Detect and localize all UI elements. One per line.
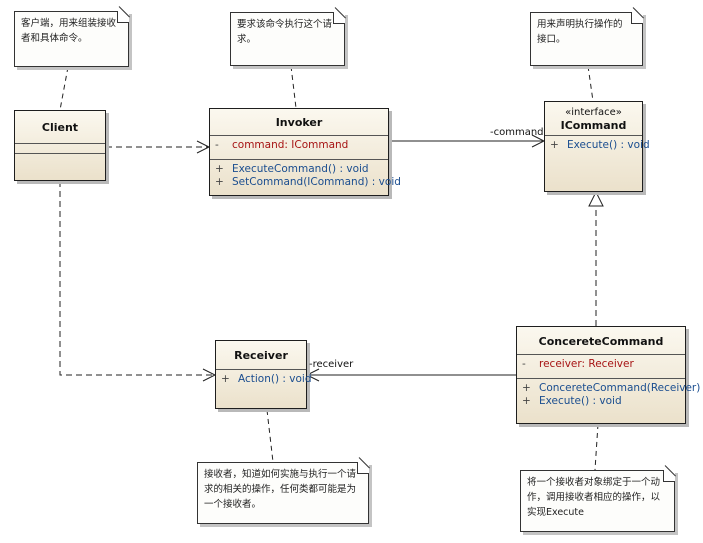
class-invoker[interactable]: Invoker - command: ICommand + ExecuteCom… — [209, 108, 401, 196]
association-concrete-receiver-arrowhead — [305, 368, 320, 382]
note-fold — [631, 12, 643, 24]
note-anchor-icommand — [587, 65, 594, 102]
class-name: Invoker — [210, 109, 388, 136]
attribute-command: - command: ICommand — [215, 139, 388, 152]
class-operations: + Action() : void — [216, 370, 312, 388]
attribute-text: command: ICommand — [232, 139, 349, 151]
class-receiver[interactable]: Receiver + Action() : void — [215, 340, 312, 409]
note-receiver: 接收者，知道如何实施与执行一个请求的相关的操作，任何类都可能是为一个接收者。 — [197, 462, 369, 524]
role-label-receiver: -receiver — [309, 359, 354, 370]
operation-text: ConcereteCommand(Receiver) — [539, 382, 701, 394]
visibility-marker: + — [215, 176, 224, 188]
class-name: ConcereteCommand — [517, 327, 685, 355]
visibility-marker: + — [522, 395, 531, 407]
class-operations: + ConcereteCommand(Receiver) + Execute()… — [517, 379, 700, 410]
realization-arrowhead — [588, 190, 604, 207]
operation-constructor: + ConcereteCommand(Receiver) — [522, 382, 700, 395]
class-operations — [15, 154, 105, 180]
note-text: 客户端，用来组装接收者和具体命令。 — [21, 18, 117, 44]
class-operations: + Execute() : void — [545, 136, 650, 154]
note-invoker: 要求该命令执行这个请求。 — [230, 12, 345, 66]
operation-text: Execute() : void — [539, 395, 622, 407]
class-operations: + ExecuteCommand() : void + SetCommand(I… — [210, 160, 401, 191]
note-fold — [117, 11, 129, 23]
note-text: 要求该命令执行这个请求。 — [237, 19, 333, 45]
note-text: 将一个接收者对象绑定于一个动作，调用接收者相应的操作，以实现Execute — [527, 477, 661, 518]
dependency-client-receiver — [59, 181, 215, 376]
visibility-marker: + — [522, 382, 531, 394]
class-name: Client — [15, 111, 105, 144]
operation-action: + Action() : void — [221, 373, 312, 386]
class-attributes: - command: ICommand — [210, 136, 388, 160]
class-name: Receiver — [216, 341, 306, 370]
note-text: 用来声明执行操作的接口。 — [537, 19, 623, 45]
class-header: «interface» ICommand — [545, 102, 642, 136]
operation-execute-command: + ExecuteCommand() : void — [215, 163, 388, 176]
class-concrete-command[interactable]: ConcereteCommand - receiver: Receiver + … — [516, 326, 700, 424]
attribute-text: receiver: Receiver — [539, 358, 634, 370]
note-fold — [663, 470, 675, 482]
visibility-marker: + — [550, 139, 559, 151]
operation-text: ExecuteCommand() : void — [232, 163, 369, 175]
visibility-marker: + — [215, 163, 224, 175]
operation-execute: + Execute() : void — [522, 395, 685, 408]
note-fold — [357, 462, 369, 474]
role-label-command: -command — [490, 127, 544, 138]
note-concrete: 将一个接收者对象绑定于一个动作，调用接收者相应的操作，以实现Execute — [520, 470, 675, 532]
class-name: ICommand — [560, 119, 627, 132]
class-attributes: - receiver: Receiver — [517, 355, 685, 379]
operation-text: Action() : void — [238, 373, 312, 385]
note-anchor-invoker — [290, 65, 297, 109]
note-text: 接收者，知道如何实施与执行一个请求的相关的操作，任何类都可能是为一个接收者。 — [204, 469, 357, 510]
class-client[interactable]: Client — [14, 110, 106, 181]
note-anchor-client — [59, 66, 69, 111]
visibility-marker: - — [522, 358, 526, 370]
attribute-receiver: - receiver: Receiver — [522, 358, 685, 371]
note-client: 客户端，用来组装接收者和具体命令。 — [14, 11, 129, 67]
visibility-marker: + — [221, 373, 230, 385]
class-attributes — [15, 144, 105, 154]
note-anchor-concrete — [594, 423, 599, 471]
operation-text: SetCommand(ICommand) : void — [232, 176, 401, 188]
note-fold — [333, 12, 345, 24]
operation-execute: + Execute() : void — [550, 139, 650, 152]
operation-set-command: + SetCommand(ICommand) : void — [215, 176, 401, 189]
note-anchor-receiver — [266, 409, 274, 463]
visibility-marker: - — [215, 139, 219, 151]
note-icommand: 用来声明执行操作的接口。 — [530, 12, 643, 66]
class-icommand[interactable]: «interface» ICommand + Execute() : void — [544, 101, 650, 192]
class-stereotype: «interface» — [565, 107, 622, 118]
operation-text: Execute() : void — [567, 139, 650, 151]
